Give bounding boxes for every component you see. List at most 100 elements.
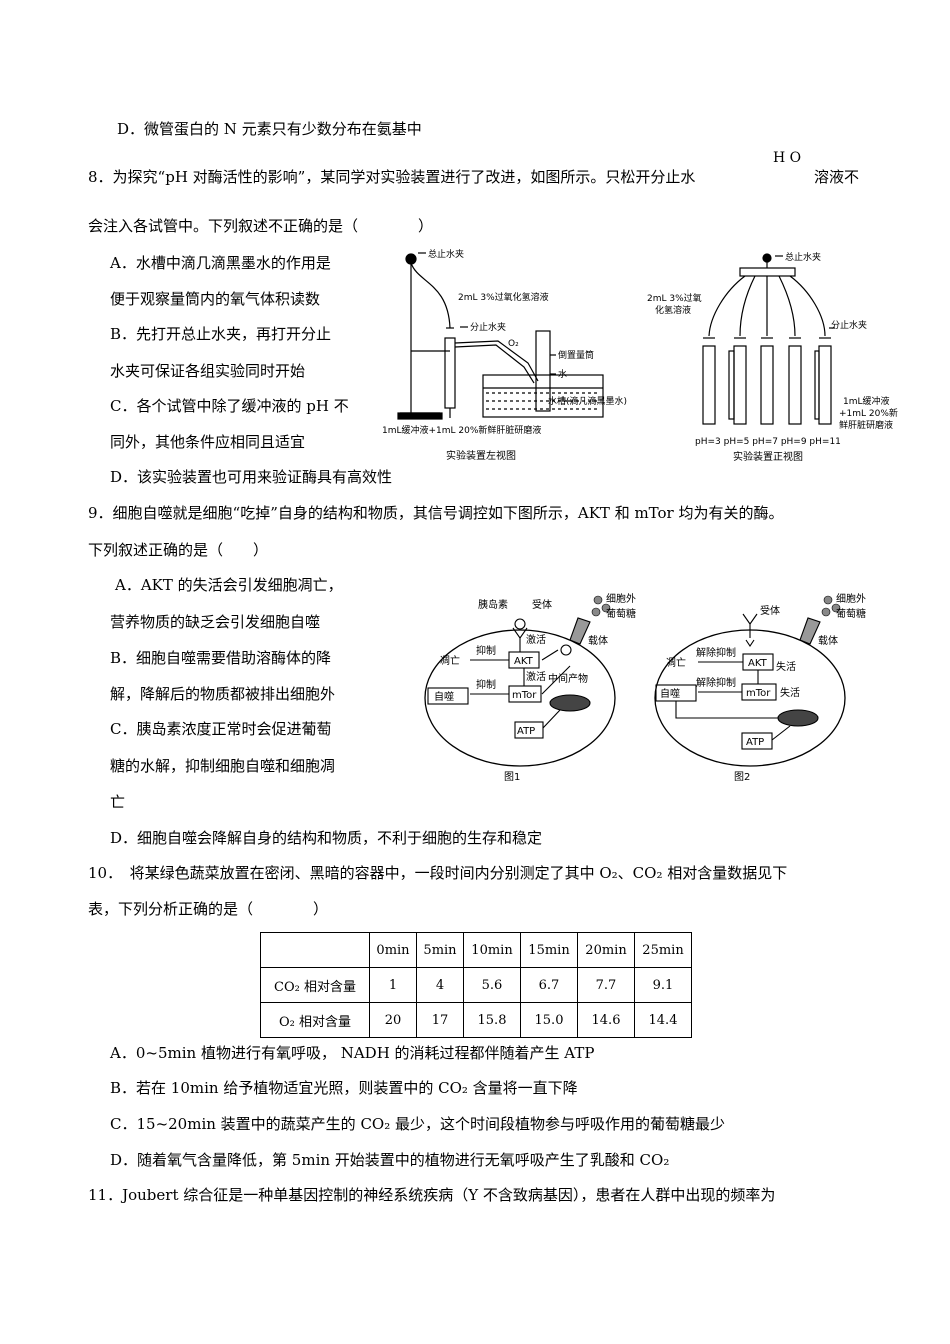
fig1-mtor-box: mTor [512,690,537,701]
q8-option-a-2: 便于观察量筒内的氧气体积读数 [110,290,321,308]
table-cell: 6.7 [520,967,578,1003]
table-cell: 5.6 [463,967,521,1003]
q8-option-b-1: B．先打开总止水夹，再打开分止 [110,325,332,343]
table-cell: 15.0 [520,1002,578,1038]
q10-stem-line2: 表，下列分析正确的是（ ） [88,900,329,918]
left-o2-label: O₂ [508,339,519,349]
q9-option-b-1: B．细胞自噬需要借助溶酶体的降 [110,649,332,667]
fig1-glucose-label: 葡萄糖 [606,607,636,620]
q11-stem-line1: 11．Joubert 综合征是一种单基因控制的神经系统疾病（Y 不含致病基因），… [88,1186,776,1204]
apparatus-left-view-figure: 总止水夹 2mL 3%过氧化氢溶液 分止水夹 O₂ 倒置量筒 水 水槽(滴几滴黑… [382,248,627,462]
fig1-extracellular-label: 细胞外 [606,592,636,605]
table-cell: 1 [369,967,417,1003]
q8-stem-line1: 8．为探究“pH 对酶活性的影响”，某同学对实验装置进行了改进，如图所示。只松开… [88,168,696,186]
fig2-release-label-2: 解除抑制 [696,676,736,689]
fig2-caption: 图2 [734,771,750,783]
fig2-atp-box: ATP [746,737,764,748]
q10-stem-line1: 10． 将某绿色蔬菜放置在密闭、黑暗的容器中，一段时间内分别测定了其中 O₂、C… [88,864,788,882]
fig1-receptor-label: 受体 [532,599,552,611]
q8-option-a-1: A．水槽中滴几滴黑墨水的作用是 [110,254,331,272]
fig1-insulin-label: 胰岛素 [478,598,508,611]
fig2-apoptosis-label: 凋亡 [666,656,686,669]
front-buffer-line3: 鲜肝脏研磨液 [839,419,893,431]
left-total-clamp-label: 总止水夹 [428,248,464,260]
table-cell: 17 [416,1002,464,1038]
fig2-receptor-label: 受体 [760,605,780,617]
fig1-activate-label-1: 激活 [526,633,546,646]
front-h2o2-label: 2mL 3%过氧化氢溶液 [647,292,702,316]
table-cell: O₂ 相对含量 [260,1002,370,1038]
table-cell: 4 [416,967,464,1003]
table-header-cell: 20min [577,932,635,968]
table-cell: 7.7 [577,967,635,1003]
front-branch-clamp-label: 分止水夹 [831,319,867,331]
fig1-inhibit-label-1: 抑制 [476,644,496,657]
fig1-autophagy-box: 自噬 [434,690,454,703]
front-total-clamp-label: 总止水夹 [785,251,821,263]
table-header-cell: 10min [463,932,521,968]
q10-option-d: D．随着氧气含量降低，第 5min 开始装置中的植物进行无氧呼吸产生了乳酸和 C… [110,1151,670,1169]
table-header-cell: 5min [416,932,464,968]
table-header-cell: 0min [369,932,417,968]
front-view-caption: 实验装置正视图 [733,450,803,463]
table-cell: 14.4 [634,1002,692,1038]
fig2-inactive-label-1: 失活 [776,660,796,673]
q9-option-a-1: A．AKT 的失活会引发细胞凋亡， [115,576,343,594]
q9-option-b-2: 解，降解后的物质都被排出细胞外 [110,685,336,703]
fig2-mtor-box: mTor [746,688,771,699]
fig2-carrier-label: 载体 [818,635,838,647]
table-cell: 9.1 [634,967,692,1003]
q9-option-c-2: 糖的水解，抑制细胞自噬和细胞凋 [110,757,336,775]
table-cell: 14.6 [577,1002,635,1038]
q10-option-c: C．15~20min 装置中的蔬菜产生的 CO₂ 最少，这个时间段植物参与呼吸作… [110,1115,725,1133]
q8-option-b-2: 水夹可保证各组实验同时开始 [110,362,306,380]
left-branch-clamp-label: 分止水夹 [470,321,506,333]
table-row: O₂ 相对含量 20 17 15.8 15.0 14.6 14.4 [260,1002,692,1038]
fig1-intermediate-label: 中间产物 [548,672,588,685]
left-trough-label: 水槽(滴几滴黑墨水) [548,395,627,407]
front-buffer-line1: 1mL缓冲液 [843,395,890,407]
fig1-atp-box: ATP [517,726,535,737]
q10-option-b: B．若在 10min 给予植物适宜光照，则装置中的 CO₂ 含量将一直下降 [110,1079,578,1097]
q9-option-d: D．细胞自噬会降解自身的结构和物质，不利于细胞的生存和稳定 [110,829,543,847]
q8-h2o-label: H O [773,150,802,166]
left-cylinder-label: 倒置量筒 [558,349,594,361]
table-header-row: 0min 5min 10min 15min 20min 25min [260,932,692,968]
fig1-carrier-label: 载体 [588,635,608,647]
left-view-caption: 实验装置左视图 [446,449,516,462]
q9-stem-line1: 9．细胞自噬就是细胞“吃掉”自身的结构和物质，其信号调控如下图所示，AKT 和 … [88,504,784,522]
table-cell: 15.8 [463,1002,521,1038]
q9-option-c-3: 亡 [110,793,126,811]
front-ph-labels: pH=3 pH=5 pH=7 pH=9 pH=11 [695,437,841,447]
q10-option-a: A．0~5min 植物进行有氧呼吸， NADH 的消耗过程都伴随着产生 ATP [110,1044,595,1062]
q8-option-d: D．该实验装置也可用来验证酶具有高效性 [110,468,393,486]
fig2-extracellular-label: 细胞外 [836,592,866,605]
q8-option-c-1: C．各个试管中除了缓冲液的 pH 不 [110,397,349,415]
front-buffer-line2: +1mL 20%新 [839,407,898,419]
q7-option-d: D．微管蛋白的 N 元素只有少数分布在氨基中 [117,120,422,138]
fig2-inactive-label-2: 失活 [780,686,800,699]
left-buffer-label: 1mL缓冲液+1mL 20%新鲜肝脏研磨液 [382,424,541,436]
fig1-activate-label-2: 激活 [526,670,546,683]
q8-stem-line2: 会注入各试管中。下列叙述不正确的是（ ） [88,217,434,235]
fig2-glucose-label: 葡萄糖 [836,607,866,620]
autophagy-signaling-figure-2: 受体 细胞外 葡萄糖 载体 解除抑制 凋亡 AKT 失活 解除抑制 自噬 mTo… [654,592,866,783]
q8-stem-line1-end: 溶液不 [814,168,860,186]
table-header-cell: 15min [520,932,578,968]
q9-stem-line2: 下列叙述正确的是（ ） [88,541,269,559]
q9-option-a-2: 营养物质的缺乏会引发细胞自噬 [110,613,321,631]
fig1-akt-box: AKT [514,656,534,667]
table-row: CO₂ 相对含量 1 4 5.6 6.7 7.7 9.1 [260,967,692,1003]
apparatus-front-view-figure: 总止水夹 2mL 3%过氧化氢溶液 分止水夹 1mL缓冲液 +1mL 20%新 … [647,251,898,463]
fig1-caption: 图1 [504,771,520,783]
fig1-apoptosis-label: 凋亡 [440,654,460,667]
left-water-label: 水 [558,368,567,380]
fig2-release-label-1: 解除抑制 [696,646,736,659]
table-cell: CO₂ 相对含量 [260,967,370,1003]
fig2-akt-box: AKT [748,658,768,669]
table-cell: 20 [369,1002,417,1038]
table-header-cell [260,932,370,968]
fig1-inhibit-label-2: 抑制 [476,678,496,691]
fig2-autophagy-box: 自噬 [660,687,680,700]
left-h2o2-label: 2mL 3%过氧化氢溶液 [458,291,549,303]
